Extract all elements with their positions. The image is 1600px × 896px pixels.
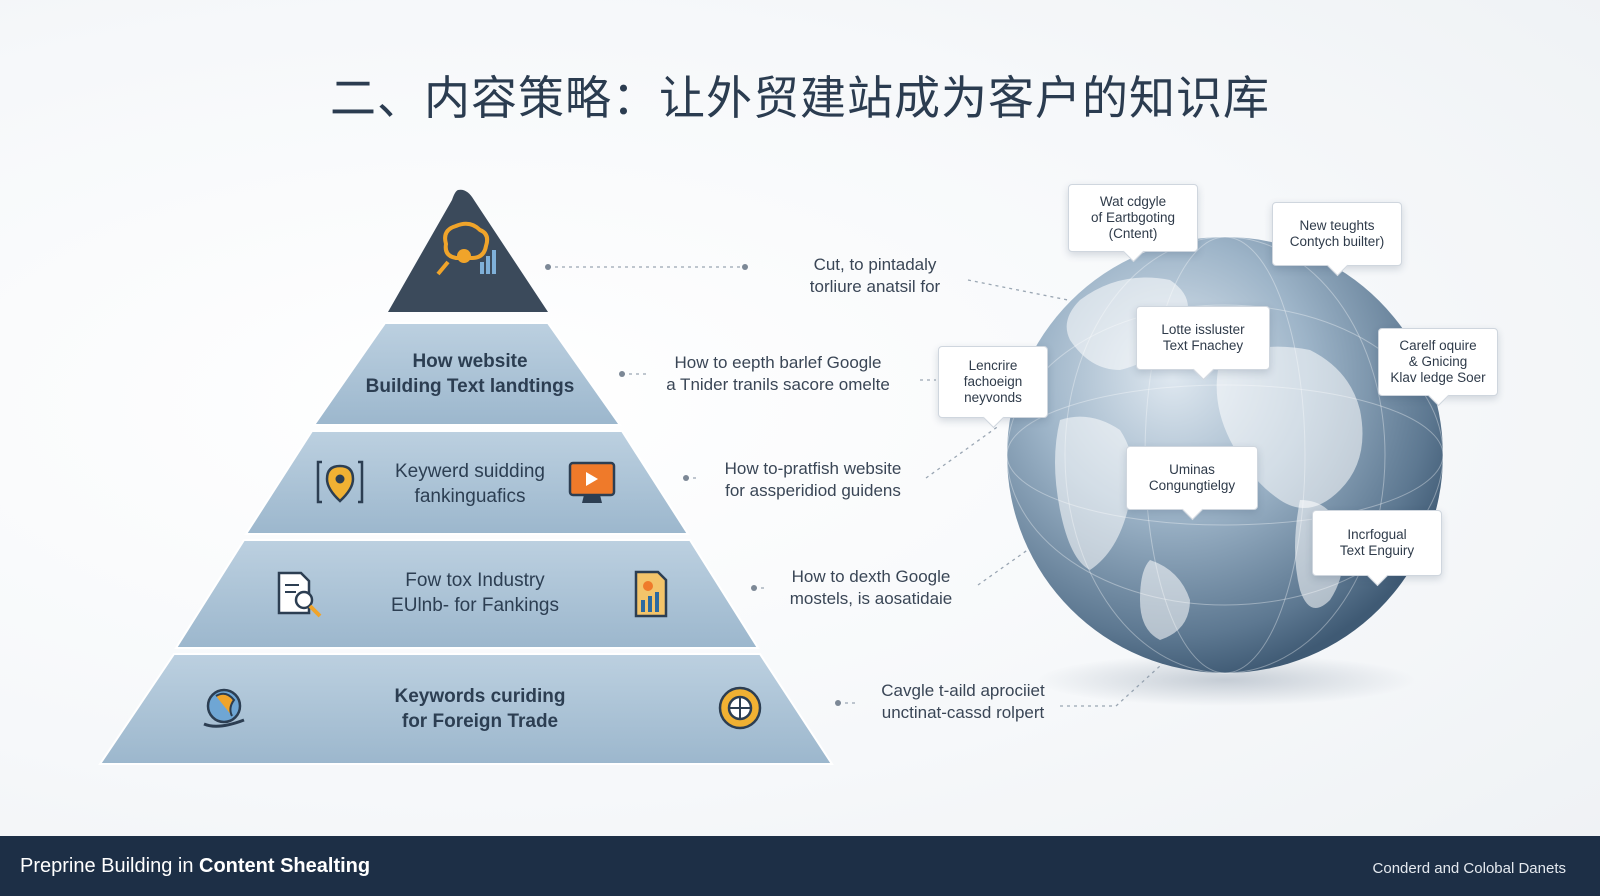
footer-bar: Preprine Building in Content Shealting C… bbox=[0, 836, 1600, 896]
footer-right-text: Conderd and Colobal Danets bbox=[1372, 860, 1566, 877]
report-chart-icon bbox=[634, 570, 668, 618]
pyramid-tier-4 bbox=[98, 653, 834, 765]
connector-dots bbox=[545, 264, 841, 706]
pyramid-tier-2 bbox=[244, 430, 690, 535]
diagram-canvas bbox=[98, 189, 1444, 765]
page-title: 二、内容策略：让外贸建站成为客户的知识库 bbox=[330, 71, 1270, 125]
document-search-icon bbox=[277, 571, 322, 618]
pyramid-tier-1 bbox=[312, 322, 622, 426]
globe-hand-icon bbox=[203, 688, 245, 728]
pyramid bbox=[98, 189, 834, 765]
gear-globe-icon bbox=[718, 686, 762, 730]
pyramid-tier-3 bbox=[174, 539, 760, 649]
footer-left-text: Preprine Building in Content Shealting bbox=[20, 855, 371, 877]
brain-chart-icon bbox=[436, 221, 496, 276]
location-pin-icon bbox=[316, 460, 364, 504]
monitor-icon bbox=[568, 461, 616, 503]
